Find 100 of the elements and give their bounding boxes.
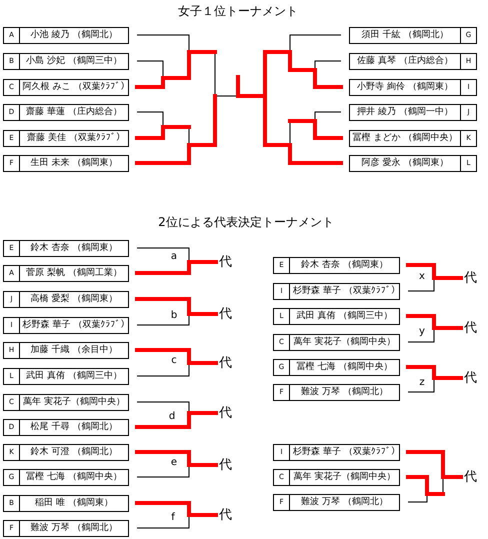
player-name: 高橋 愛梨 （鶴岡東） — [30, 294, 118, 304]
bracket-line — [290, 34, 342, 52]
match-label: y — [419, 327, 425, 337]
player-box — [273, 334, 400, 350]
player-name: 鈴木 杏奈 （鶴岡東） — [30, 244, 118, 252]
player-box — [3, 444, 129, 460]
player-name: 生田 未来 （鶴岡東） — [30, 158, 118, 168]
player-box — [3, 520, 129, 536]
match-label: e — [170, 458, 178, 468]
representative-mark: 代 — [219, 356, 232, 370]
section-heading: 2位による代表決定トーナメント — [158, 216, 334, 228]
bracket-line — [136, 314, 190, 326]
player-name: 冨樫 まどか （鶴岡中央） — [352, 134, 458, 142]
representative-mark: 代 — [219, 256, 232, 268]
bracket-line — [136, 60, 164, 78]
player-name: 萬年 実花子（鶴岡中央） — [294, 472, 396, 482]
player-box — [3, 240, 129, 256]
player-name: 難波 万琴 （鶴岡北） — [30, 524, 118, 532]
player-box — [349, 130, 477, 146]
player-box — [3, 394, 129, 410]
player-name: 阿久根 みこ （双葉ｸﾗﾌﾞ） — [22, 82, 126, 92]
representative-mark: 代 — [219, 308, 232, 320]
bracket-line — [442, 476, 444, 494]
player-name: 齋藤 美佳 （双葉ｸﾗﾌﾞ） — [27, 134, 121, 142]
player-box — [273, 384, 400, 400]
bracket-line — [408, 278, 434, 292]
player-box — [273, 358, 400, 376]
player-box — [349, 78, 477, 96]
player-name: 武田 真侑 （鶴岡三中） — [296, 312, 392, 320]
bracket-line — [136, 402, 190, 414]
match-label: z — [419, 378, 425, 388]
representative-mark: 代 — [219, 406, 232, 420]
representative-mark: 代 — [464, 272, 477, 284]
bracket-line — [408, 328, 434, 342]
player-box — [3, 104, 129, 120]
player-name: 杉野森 華子 （双葉ｸﾗﾌﾞ） — [293, 448, 396, 456]
player-name: 阿彦 愛永 （鶴岡東） — [362, 158, 448, 168]
player-name: 小池 綾乃 （鶴岡北） — [30, 30, 118, 40]
bracket-line — [136, 248, 190, 262]
player-name: 鈴木 可澄 （鶴岡北） — [30, 448, 118, 456]
player-name: 冨樫 七海 （鶴岡中央） — [296, 362, 392, 372]
player-box — [3, 78, 129, 96]
bracket-line — [408, 378, 434, 392]
bracket-line — [314, 60, 342, 70]
player-box — [349, 154, 477, 172]
representative-mark: 代 — [219, 458, 232, 472]
player-name: 齋藤 華蓮 （庄内総合） — [26, 108, 122, 116]
representative-mark: 代 — [464, 470, 477, 484]
player-name: 稲田 唯 （鶴岡東） — [35, 498, 113, 508]
representative-mark: 代 — [219, 508, 232, 522]
player-name: 難波 万琴 （鶴岡北） — [301, 498, 388, 506]
representative-mark: 代 — [464, 322, 477, 334]
bracket-line — [136, 464, 190, 478]
player-name: 難波 万琴 （鶴岡北） — [301, 388, 388, 396]
player-name: 萬年 実花子（鶴岡中央） — [23, 398, 125, 406]
player-name: 杉野森 華子 （双葉ｸﾗﾌﾞ） — [293, 286, 396, 296]
player-box — [3, 494, 129, 512]
match-label: f — [171, 513, 175, 523]
player-box — [3, 264, 129, 282]
player-name: 加藤 千織 （余目中） — [30, 346, 118, 354]
match-label: d — [168, 412, 176, 422]
bracket-line — [408, 494, 428, 502]
player-box — [3, 26, 129, 44]
match-label: c — [171, 356, 177, 366]
player-box — [3, 418, 129, 436]
bracket-line — [136, 514, 190, 528]
player-name: 萬年 実花子（鶴岡中央） — [294, 338, 396, 346]
bracket-line — [136, 34, 190, 52]
player-name: 菅原 梨帆 （鶴岡工業） — [26, 268, 122, 278]
bracket-line — [136, 112, 164, 128]
match-label: b — [170, 311, 178, 321]
player-name: 須田 千紘 （鶴岡北） — [362, 30, 448, 40]
player-box — [349, 104, 477, 120]
player-name: 鈴木 杏奈 （鶴岡東） — [301, 260, 388, 270]
player-box — [3, 290, 129, 308]
player-name: 小野寺 絢伶 （鶴岡東） — [357, 82, 453, 92]
player-name: 松尾 千尋 （鶴岡北） — [30, 422, 118, 432]
player-name: 押井 綾乃 （鶴岡一中） — [357, 108, 453, 116]
match-label: a — [170, 252, 178, 262]
bracket-line — [136, 362, 190, 376]
player-box — [349, 52, 477, 70]
player-box — [273, 308, 400, 324]
representative-mark: 代 — [464, 372, 477, 384]
player-name: 武田 真侑 （鶴岡三中） — [26, 372, 122, 380]
player-name: 小島 沙妃 （鶴岡三中） — [26, 56, 122, 66]
player-box — [3, 316, 129, 334]
player-box — [273, 444, 400, 460]
player-name: 杉野森 華子 （双葉ｸﾗﾌﾞ） — [22, 320, 126, 330]
player-box — [273, 494, 400, 510]
player-box — [3, 52, 129, 70]
player-box — [3, 342, 129, 358]
player-box — [273, 468, 400, 486]
player-box — [273, 256, 400, 274]
bracket-line — [314, 112, 342, 122]
match-label: x — [419, 272, 425, 282]
player-name: 冨樫 七海 （鶴岡中央） — [26, 472, 122, 482]
player-box — [3, 130, 129, 146]
player-box — [3, 154, 129, 172]
player-box — [3, 368, 129, 384]
player-name: 佐藤 真琴 （庄内総合） — [357, 56, 453, 66]
